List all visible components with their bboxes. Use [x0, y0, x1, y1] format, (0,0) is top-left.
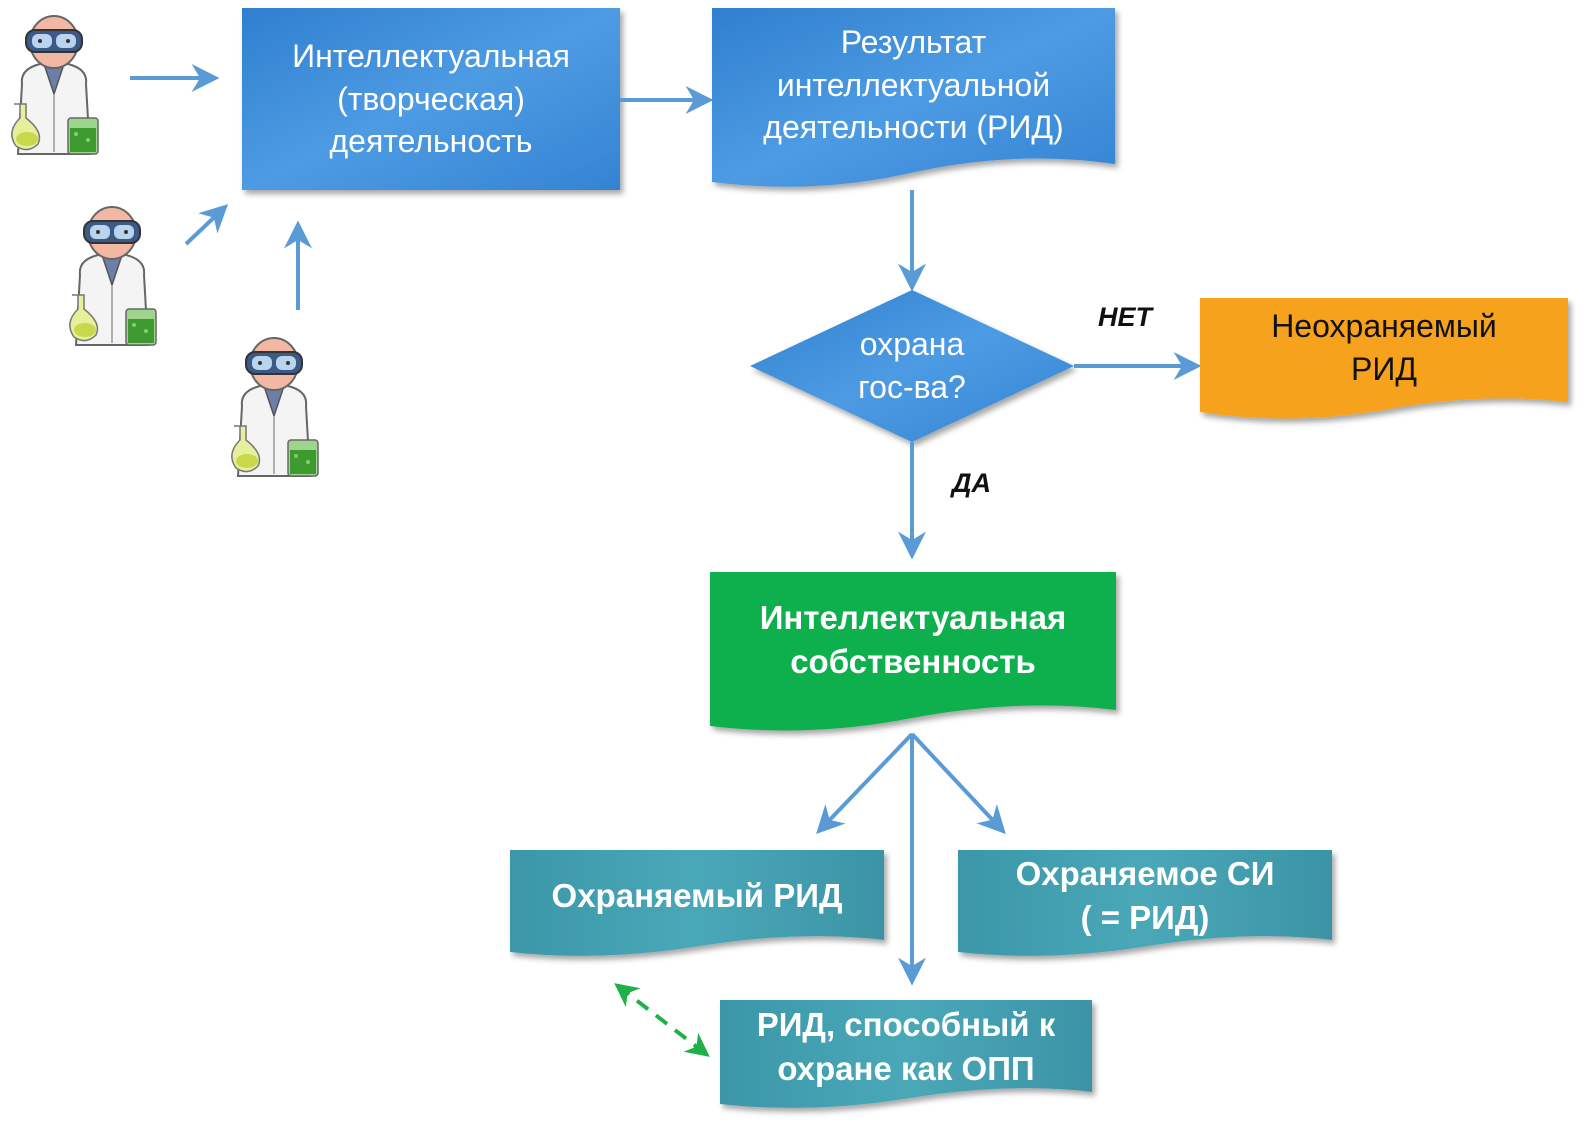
arrow-ip-to-protected-si — [910, 732, 1006, 835]
opp-label: РИД, способный к охране как ОПП — [756, 1006, 1056, 1087]
decision-diamond — [750, 290, 1074, 442]
ip-label: Интеллектуальная собственность — [759, 599, 1067, 680]
edge-label-no: НЕТ — [1098, 302, 1152, 332]
arrow-ip-to-protected-rid — [816, 732, 914, 835]
scientist-icon — [10, 15, 99, 155]
unprotected-label: Неохраняемый РИД — [1271, 308, 1497, 387]
edge-label-yes: ДА — [952, 468, 991, 498]
activity-box — [242, 8, 620, 190]
unprotected-box — [1200, 298, 1568, 419]
ip-box — [710, 572, 1116, 731]
opp-box — [720, 1000, 1092, 1108]
activity-label: Интеллектуальная (творческая) деятельнос… — [292, 38, 570, 160]
arrow-scientist2-to-activity — [184, 204, 229, 246]
decision-label: охрана гос-ва? — [858, 326, 966, 405]
protected-si-box — [958, 850, 1332, 956]
scientist-icon — [68, 206, 157, 346]
dashed-link-protected-rid-opp — [614, 983, 710, 1057]
protected-si-label: Охраняемое СИ ( = РИД) — [1015, 855, 1275, 936]
protected-rid-label: Охраняемый РИД — [551, 877, 843, 915]
scientist-icon — [230, 337, 319, 477]
result-label: Результат интеллектуальной деятельности … — [763, 24, 1064, 146]
protected-rid-box — [510, 850, 884, 956]
result-box — [712, 8, 1115, 187]
